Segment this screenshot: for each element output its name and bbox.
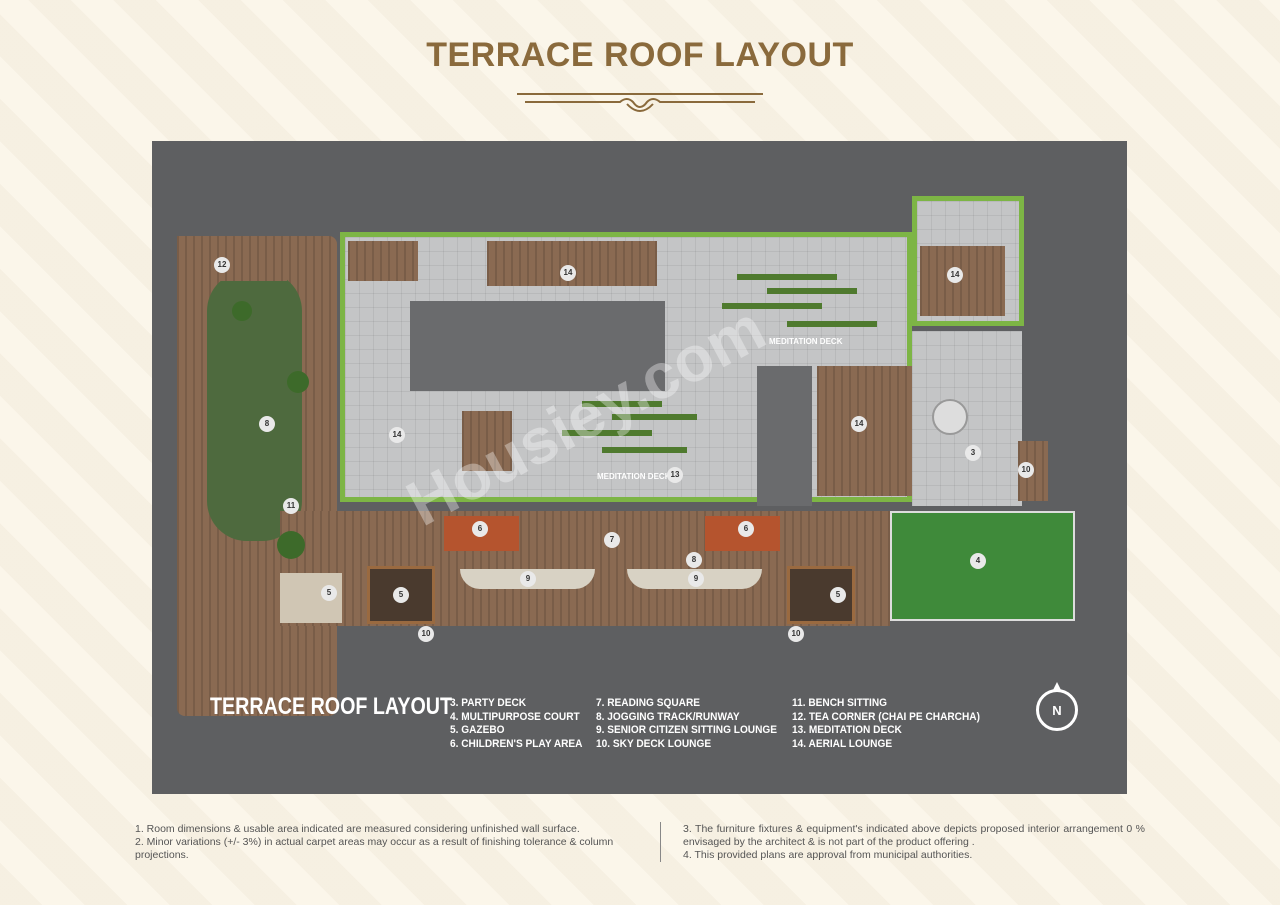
marker: 6 xyxy=(472,521,488,537)
legend-item: 11. BENCH SITTING xyxy=(792,697,888,709)
marker: 10 xyxy=(788,626,804,642)
marker: 7 xyxy=(604,532,620,548)
terrace-plan: MEDITATION DECK MEDITATION DECK 12 11 8 … xyxy=(152,141,1127,794)
deck-wood xyxy=(462,411,512,471)
lift-core xyxy=(757,366,812,506)
notes-left: 1. Room dimensions & usable area indicat… xyxy=(135,823,640,862)
marker: 14 xyxy=(560,265,576,281)
legend-item: 4. MULTIPURPOSE COURT xyxy=(450,710,580,723)
spiral-stair xyxy=(932,399,968,435)
marker: 14 xyxy=(389,427,405,443)
aerial-lounge-1 xyxy=(348,241,418,281)
legend-item: 7. READING SQUARE xyxy=(596,697,701,709)
note: 4. This provided plans are approval from… xyxy=(683,849,973,861)
marker: 3 xyxy=(965,445,981,461)
marker: 5 xyxy=(321,585,337,601)
ornament-divider xyxy=(517,93,763,112)
note: 1. Room dimensions & usable area indicat… xyxy=(135,823,580,835)
note: 2. Minor variations (+/- 3%) in actual c… xyxy=(135,836,614,861)
marker: 12 xyxy=(214,257,230,273)
marker: 8 xyxy=(259,416,275,432)
marker: 14 xyxy=(947,267,963,283)
marker: 10 xyxy=(1018,462,1034,478)
marker: 5 xyxy=(830,587,846,603)
note: 3. The furniture fixtures & equipment's … xyxy=(683,823,1145,848)
party-deck xyxy=(912,331,1022,506)
legend-item: 13. MEDITATION DECK xyxy=(792,724,902,736)
notes-divider xyxy=(660,822,661,862)
marker: 9 xyxy=(520,571,536,587)
legend-item: 5. GAZEBO xyxy=(450,724,505,736)
legend-title: TERRACE ROOF LAYOUT xyxy=(210,693,453,720)
marker: 13 xyxy=(667,467,683,483)
tea-corner xyxy=(177,236,287,281)
marker: 4 xyxy=(970,553,986,569)
aerial-lounge-4 xyxy=(920,246,1005,316)
legend-item: 6. CHILDREN'S PLAY AREA xyxy=(450,737,583,750)
marker: 6 xyxy=(738,521,754,537)
legend-item: 8. JOGGING TRACK/RUNWAY xyxy=(596,710,740,723)
marker: 8 xyxy=(686,552,702,568)
legend-item: 10. SKY DECK LOUNGE xyxy=(596,737,712,750)
legend-item: 9. SENIOR CITIZEN SITTING LOUNGE xyxy=(596,724,778,736)
legend-item: 14. AERIAL LOUNGE xyxy=(792,737,893,750)
marker: 14 xyxy=(851,416,867,432)
marker: 9 xyxy=(688,571,704,587)
garden-strip xyxy=(207,271,302,541)
marker: 5 xyxy=(393,587,409,603)
aerial-lounge-3 xyxy=(817,366,912,496)
meditation-deck-label: MEDITATION DECK xyxy=(769,337,843,346)
aerial-lounge-2 xyxy=(487,241,657,286)
meditation-deck-label: MEDITATION DECK xyxy=(597,472,671,481)
core-block xyxy=(410,301,665,391)
marker: 11 xyxy=(283,498,299,514)
north-compass-icon: N xyxy=(1036,682,1078,731)
legend-item: 3. PARTY DECK xyxy=(450,697,527,709)
legend-item: 12. TEA CORNER (CHAI PE CHARCHA) xyxy=(792,710,980,723)
marker: 10 xyxy=(418,626,434,642)
page-title: TERRACE ROOF LAYOUT xyxy=(426,36,854,74)
notes-right: 3. The furniture fixtures & equipment's … xyxy=(683,823,1145,862)
